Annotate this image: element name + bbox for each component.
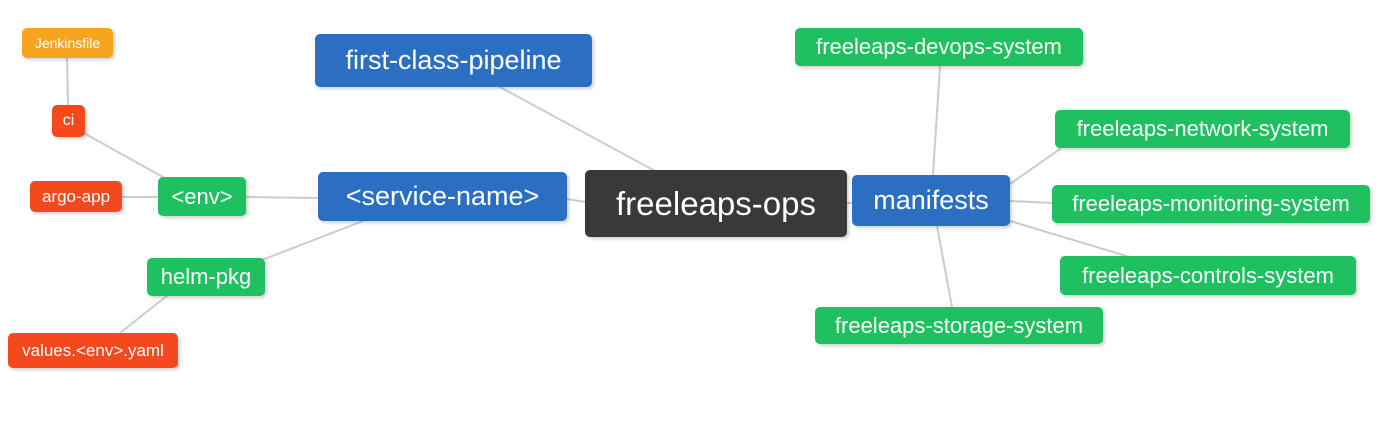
edge-env-service-name: [245, 196, 319, 199]
node-freeleaps-devops-system[interactable]: freeleaps-devops-system: [795, 28, 1083, 66]
node-freeleaps-ops[interactable]: freeleaps-ops: [585, 170, 847, 237]
edge-first-class-pipeline-root: [499, 86, 656, 172]
edge-helm-pkg-values: [119, 294, 169, 334]
node-manifests[interactable]: manifests: [852, 175, 1010, 226]
node-freeleaps-network-system[interactable]: freeleaps-network-system: [1055, 110, 1350, 148]
node-service-name[interactable]: <service-name>: [318, 172, 567, 221]
node-jenkinsfile[interactable]: Jenkinsfile: [22, 28, 113, 58]
edge-manifests-monitoring: [1009, 200, 1053, 204]
node-env[interactable]: <env>: [158, 177, 246, 216]
edge-service-name-helm-pkg: [261, 220, 364, 261]
edge-manifests-storage: [936, 225, 953, 308]
node-values-env-yaml[interactable]: values.<env>.yaml: [8, 333, 178, 368]
edge-manifests-controls: [1009, 220, 1134, 259]
node-ci[interactable]: ci: [52, 105, 85, 137]
node-freeleaps-monitoring-system[interactable]: freeleaps-monitoring-system: [1052, 185, 1370, 223]
node-helm-pkg[interactable]: helm-pkg: [147, 258, 265, 296]
node-argo-app[interactable]: argo-app: [30, 181, 122, 212]
node-freeleaps-controls-system[interactable]: freeleaps-controls-system: [1060, 256, 1356, 295]
edge-jenkinsfile-ci: [66, 57, 69, 106]
edge-ci-env: [81, 131, 171, 182]
node-first-class-pipeline[interactable]: first-class-pipeline: [315, 34, 592, 87]
edge-manifests-network: [1009, 148, 1061, 185]
node-freeleaps-storage-system[interactable]: freeleaps-storage-system: [815, 307, 1103, 344]
edge-service-name-root: [566, 198, 586, 203]
edge-manifests-devops: [932, 65, 941, 176]
